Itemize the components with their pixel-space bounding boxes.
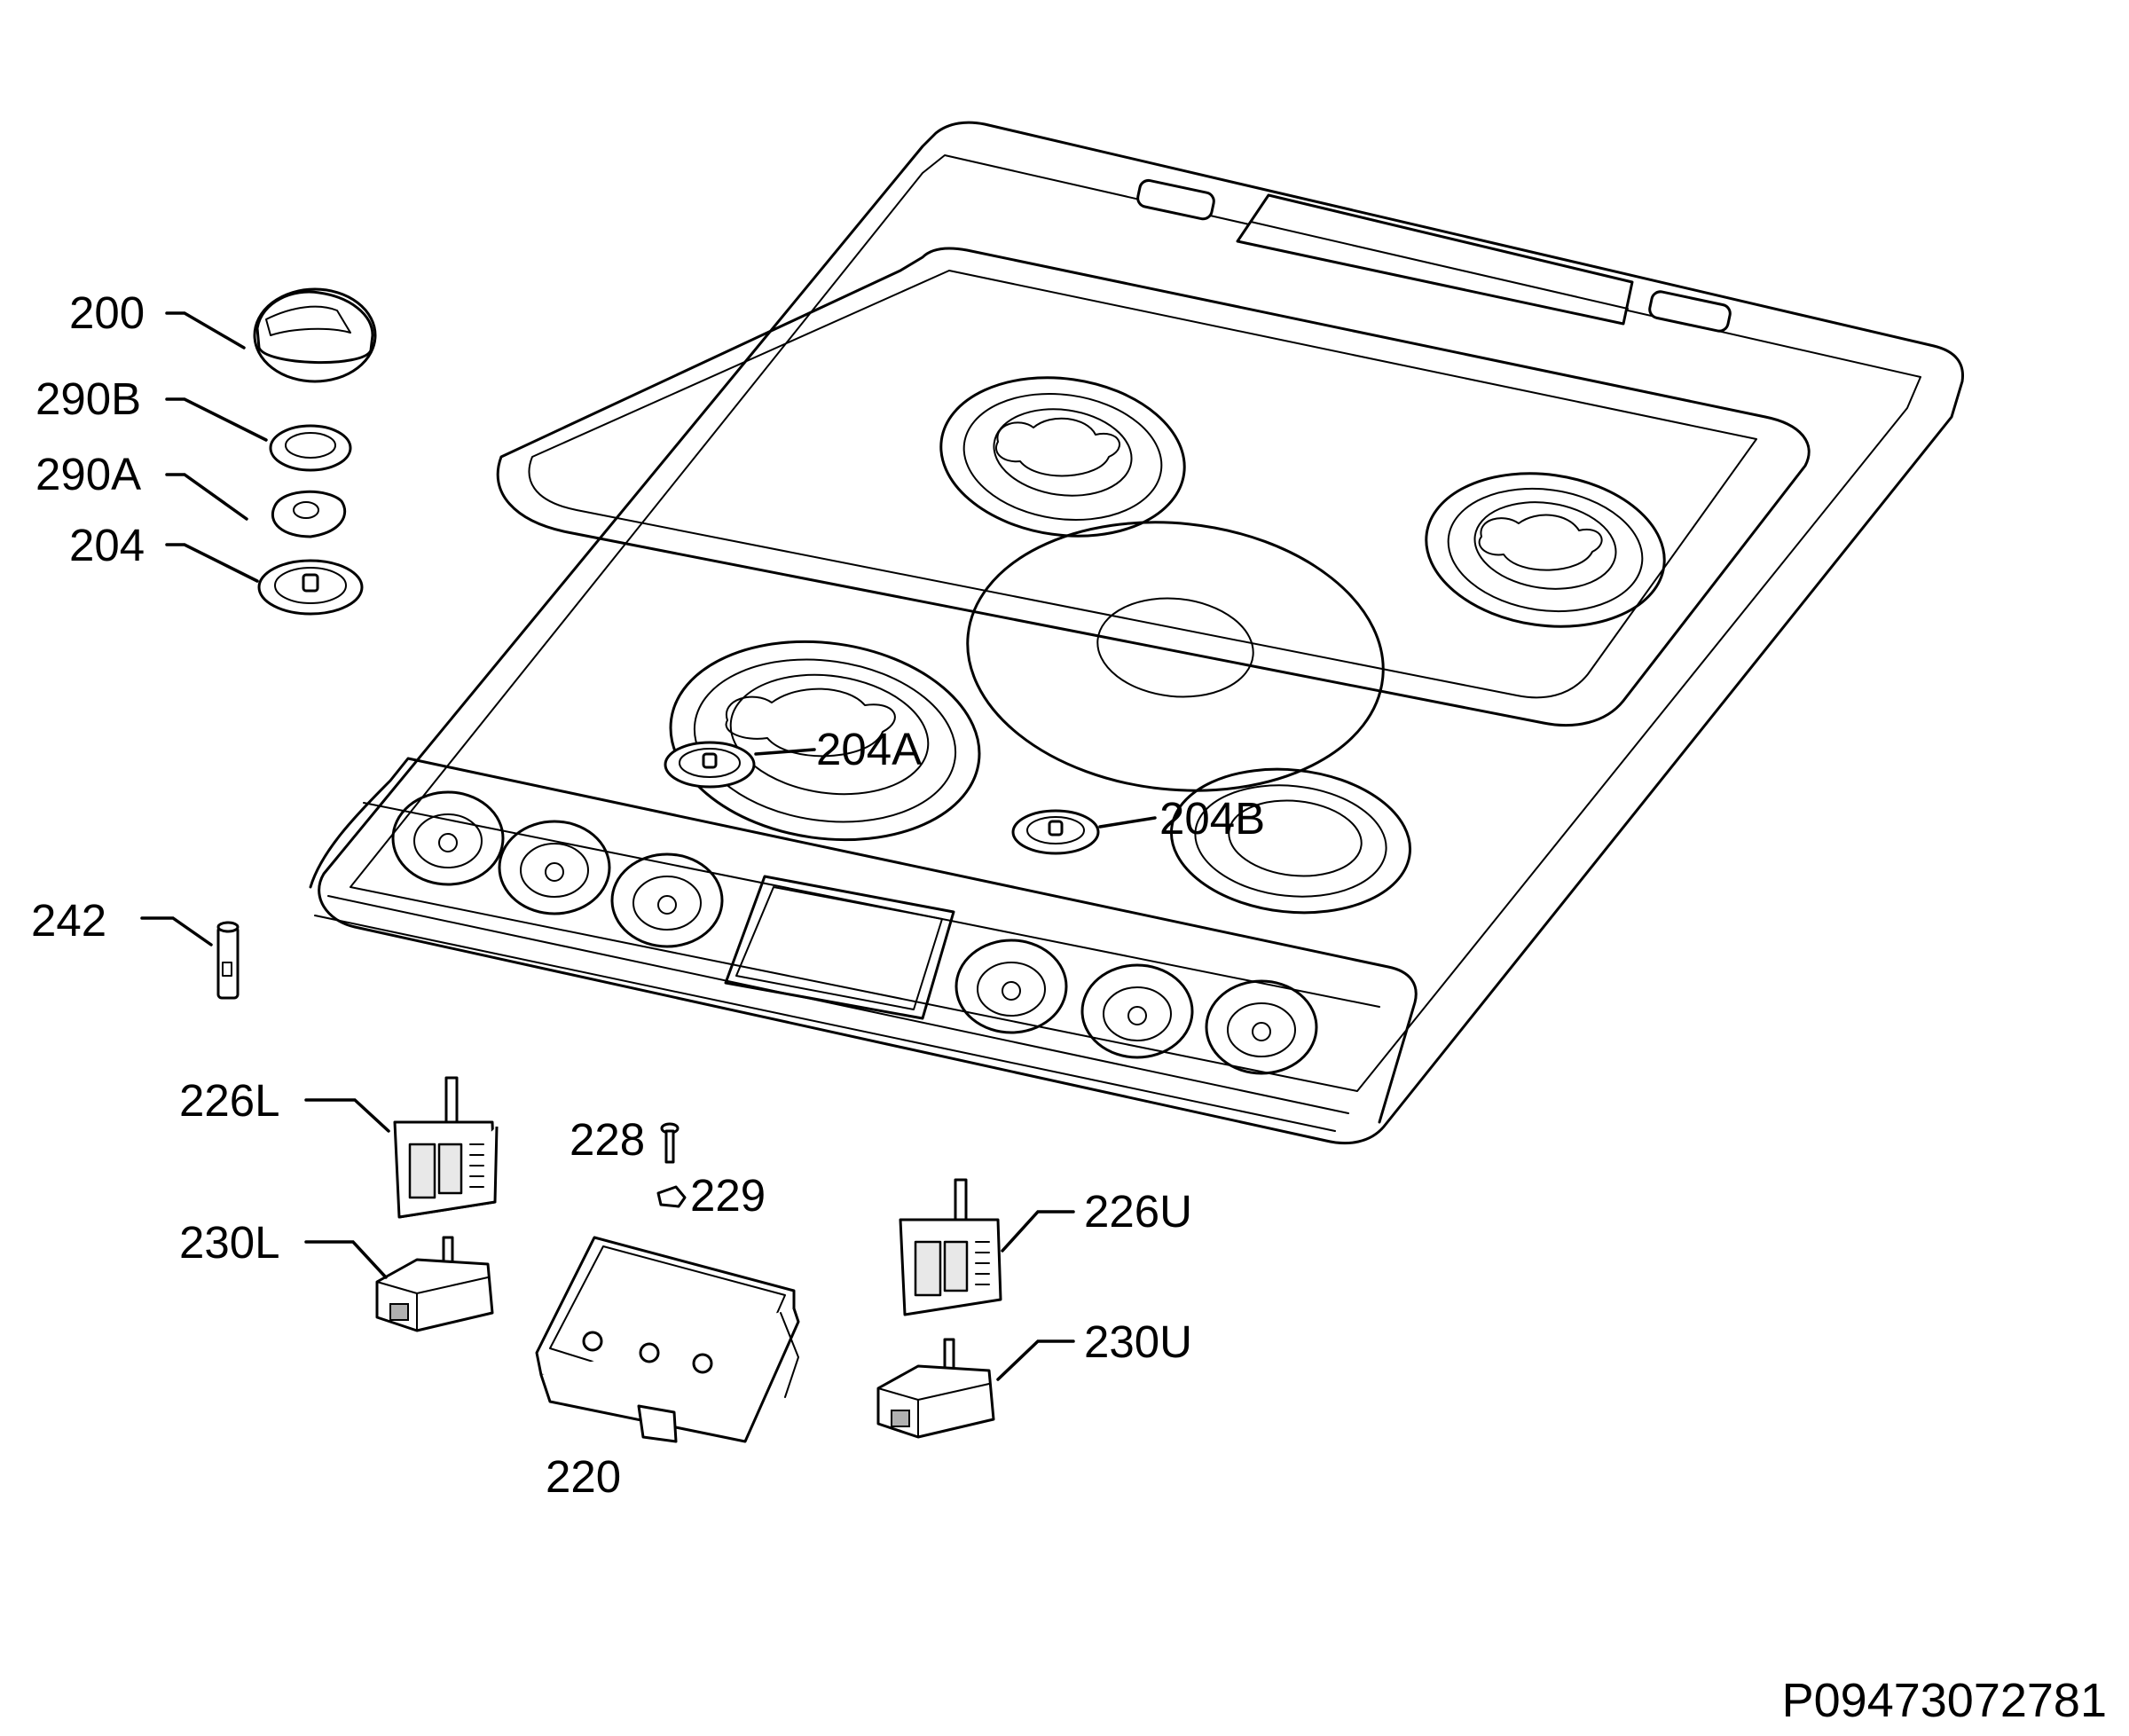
callout-220: 220	[546, 1451, 621, 1502]
hotplate-centre	[966, 521, 1385, 792]
callout-204: 204	[69, 520, 145, 570]
spindle-plate-204a	[664, 741, 756, 789]
knob-recess-1	[391, 790, 505, 886]
hob-top-panel	[309, 121, 1965, 1145]
callout-226l: 226L	[179, 1075, 279, 1126]
spacer-pin-part	[216, 921, 240, 1000]
document-id: P09473072781	[1782, 1674, 2107, 1727]
callout-228: 228	[570, 1114, 645, 1165]
callout-242: 242	[31, 895, 106, 946]
rotary-switch-226l-part	[393, 1076, 499, 1219]
clip-part	[656, 1185, 687, 1208]
spindle-plate-part	[257, 559, 364, 616]
control-knob-recesses	[391, 790, 1318, 1075]
callout-230l: 230L	[179, 1217, 279, 1268]
burner-recess-rear-right	[1425, 472, 1666, 628]
burner-recess-front-left	[669, 640, 981, 842]
screw-part	[660, 1122, 680, 1164]
regulator-230u-part	[876, 1338, 995, 1439]
knob-recess-2	[498, 820, 611, 915]
spindle-plate-204b	[1011, 809, 1100, 855]
rotary-switch-226u-part	[899, 1178, 1002, 1316]
knob-recess-3	[610, 852, 724, 948]
callout-226u: 226U	[1084, 1186, 1192, 1237]
callout-229: 229	[690, 1170, 766, 1221]
regulator-230l-part	[375, 1236, 494, 1332]
knob-recess-6	[1205, 979, 1318, 1075]
callout-labels: 200 290B 290A 204 204A 204B 242 226L 228…	[31, 287, 1265, 1502]
callout-230u: 230U	[1084, 1316, 1192, 1367]
callout-290b: 290B	[35, 373, 141, 424]
knob-seal-plate-part	[271, 490, 347, 538]
burner-recess-rear-left	[939, 376, 1186, 538]
leader-lines	[140, 311, 1157, 1381]
control-board-part	[535, 1236, 800, 1443]
knob-recess-5	[1080, 963, 1194, 1059]
callout-204a: 204A	[816, 724, 922, 774]
control-knob-part	[253, 287, 377, 383]
burner-recess-front-right	[1169, 767, 1412, 915]
callout-290a: 290A	[35, 449, 141, 499]
callout-204b: 204B	[1159, 793, 1265, 844]
knob-recess-4	[955, 939, 1068, 1034]
display-window	[724, 875, 955, 1020]
callout-200: 200	[69, 287, 145, 338]
knob-bezel-ring-part	[269, 424, 352, 472]
